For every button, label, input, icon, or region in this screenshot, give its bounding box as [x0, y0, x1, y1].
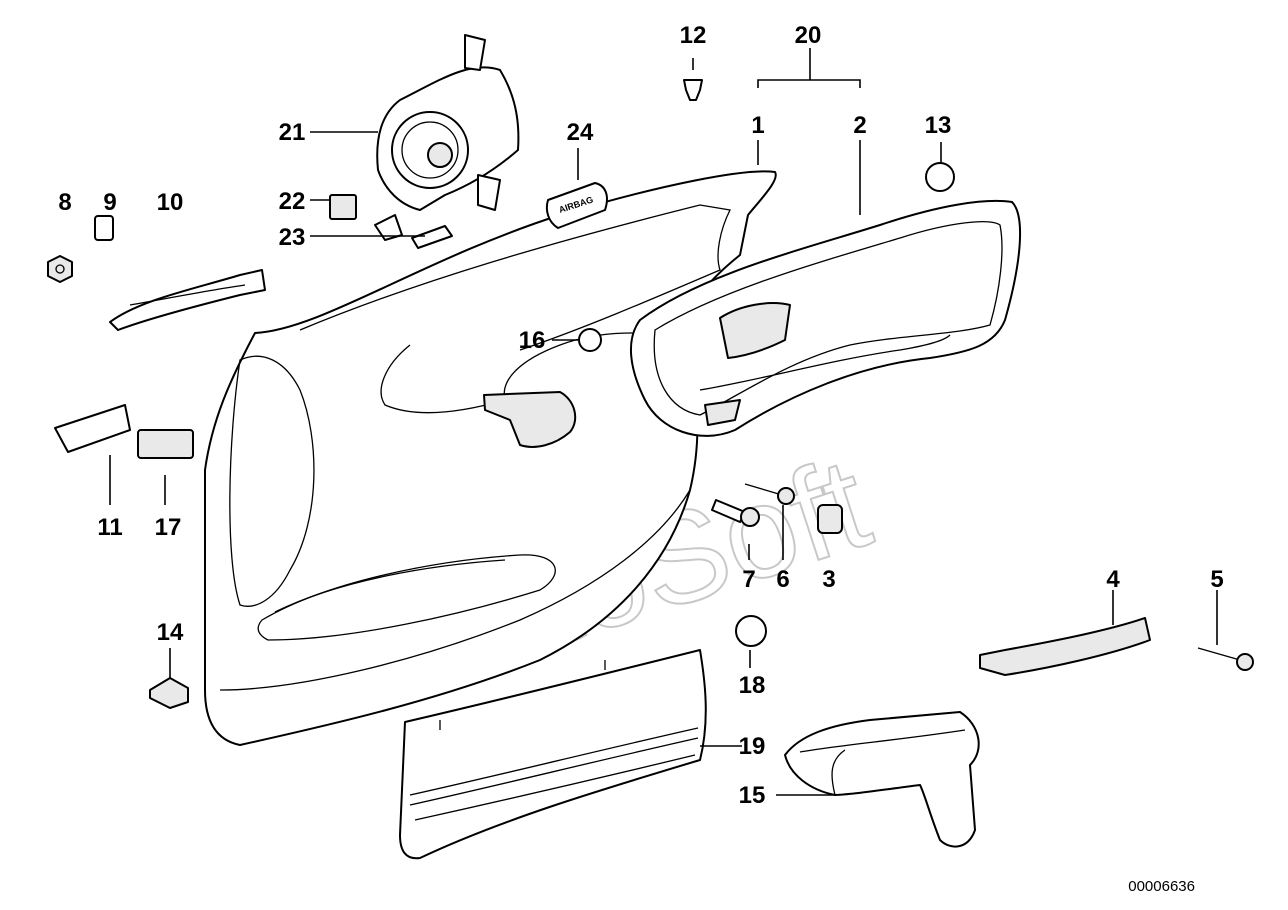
callout-15: 15 — [739, 782, 766, 809]
part-clip — [94, 215, 114, 241]
part-round-cap — [735, 615, 767, 647]
callout-20: 20 — [795, 22, 822, 49]
callout-23: 23 — [279, 224, 306, 251]
part-expanding-rivet — [683, 79, 703, 101]
part-screw-6 — [744, 483, 783, 496]
callouts: 1 2 3 4 5 6 7 8 9 10 11 12 13 14 15 16 1… — [58, 22, 1223, 809]
part-holder — [54, 404, 131, 453]
part-bolt-7 — [711, 499, 746, 523]
part-airbag-plate — [545, 182, 608, 229]
callout-7: 7 — [742, 566, 755, 593]
callout-24: 24 — [567, 119, 594, 146]
callout-4: 4 — [1106, 566, 1120, 593]
part-map-pocket — [399, 649, 707, 860]
part-cover-cap — [817, 504, 843, 534]
callout-19: 19 — [739, 733, 766, 760]
callout-12: 12 — [680, 22, 707, 49]
callout-18: 18 — [739, 672, 766, 699]
callout-6: 6 — [776, 566, 789, 593]
callout-16: 16 — [519, 327, 546, 354]
callout-10: 10 — [157, 189, 184, 216]
callout-22: 22 — [279, 188, 306, 215]
callout-1: 1 — [751, 112, 764, 139]
callout-8: 8 — [58, 189, 71, 216]
leader-lines — [109, 48, 1218, 796]
callout-9: 9 — [103, 189, 116, 216]
part-pull-handle — [979, 617, 1151, 676]
callout-11: 11 — [97, 514, 122, 541]
part-door-trim-insert — [629, 199, 1022, 437]
part-speaker-clip — [329, 194, 357, 220]
callout-21: 21 — [279, 119, 306, 146]
callout-2: 2 — [853, 112, 866, 139]
small-parts: AIRBAG — [47, 79, 1254, 709]
part-speaker — [374, 34, 520, 241]
callout-17: 17 — [155, 514, 182, 541]
callout-3: 3 — [822, 566, 835, 593]
part-bracket — [109, 269, 266, 331]
part-plug — [149, 677, 189, 709]
part-nut — [47, 255, 73, 283]
part-screw-5 — [1197, 647, 1241, 661]
part-bezel — [137, 429, 194, 459]
part-screw-23 — [411, 225, 453, 249]
callout-13: 13 — [925, 112, 952, 139]
callout-5: 5 — [1210, 566, 1223, 593]
part-armrest — [784, 711, 980, 848]
part-cap — [578, 328, 602, 352]
drawing-number: 00006636 — [1128, 878, 1195, 895]
callout-14: 14 — [157, 619, 184, 646]
part-round-clip — [925, 162, 955, 192]
